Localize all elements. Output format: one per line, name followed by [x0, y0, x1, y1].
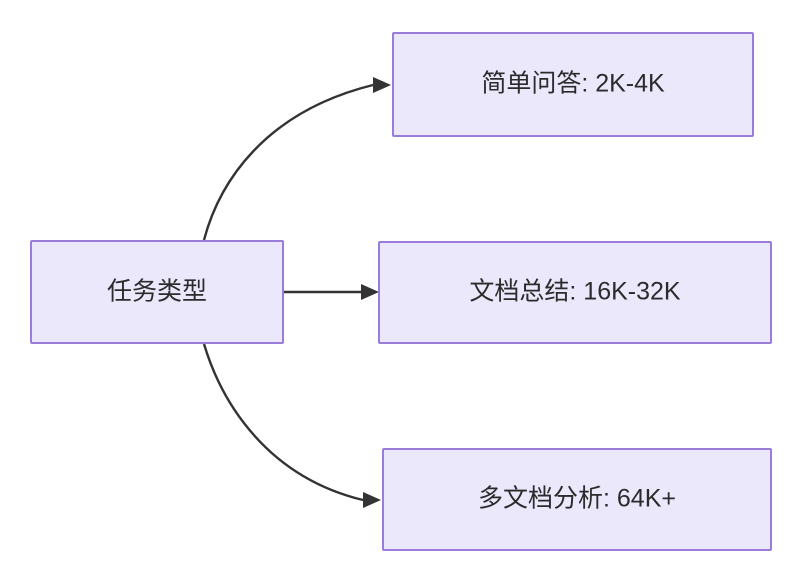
- node-doc-summary-label: 文档总结: 16K-32K: [469, 278, 681, 306]
- node-simple-qa[interactable]: 简单问答: 2K-4K: [392, 32, 754, 137]
- edge-task-type-to-simple-qa[interactable]: [202, 77, 391, 241]
- arrowhead-icon: [363, 492, 381, 508]
- node-simple-qa-label: 简单问答: 2K-4K: [481, 70, 665, 98]
- edge-path-curved-up: [202, 83, 374, 241]
- edge-task-type-to-doc-summary[interactable]: [284, 284, 379, 300]
- node-doc-summary-box[interactable]: [378, 241, 772, 344]
- node-task-type[interactable]: 任务类型: [30, 240, 284, 344]
- node-multi-doc-analysis-box[interactable]: [382, 448, 772, 551]
- arrowhead-icon: [373, 77, 391, 93]
- arrowhead-icon: [361, 284, 379, 300]
- node-doc-summary[interactable]: 文档总结: 16K-32K: [378, 241, 772, 344]
- edge-group: [202, 77, 391, 508]
- edge-task-type-to-multi-doc-analysis[interactable]: [202, 343, 381, 508]
- node-group: 任务类型 简单问答: 2K-4K 文档总结: 16K-32K 多文档分析: 64…: [30, 32, 772, 551]
- node-task-type-box[interactable]: [30, 240, 284, 344]
- node-simple-qa-box[interactable]: [392, 32, 754, 137]
- node-multi-doc-analysis[interactable]: 多文档分析: 64K+: [382, 448, 772, 551]
- edge-path-curved-down: [202, 343, 364, 502]
- node-multi-doc-analysis-label: 多文档分析: 64K+: [478, 485, 676, 513]
- node-task-type-label: 任务类型: [107, 278, 207, 306]
